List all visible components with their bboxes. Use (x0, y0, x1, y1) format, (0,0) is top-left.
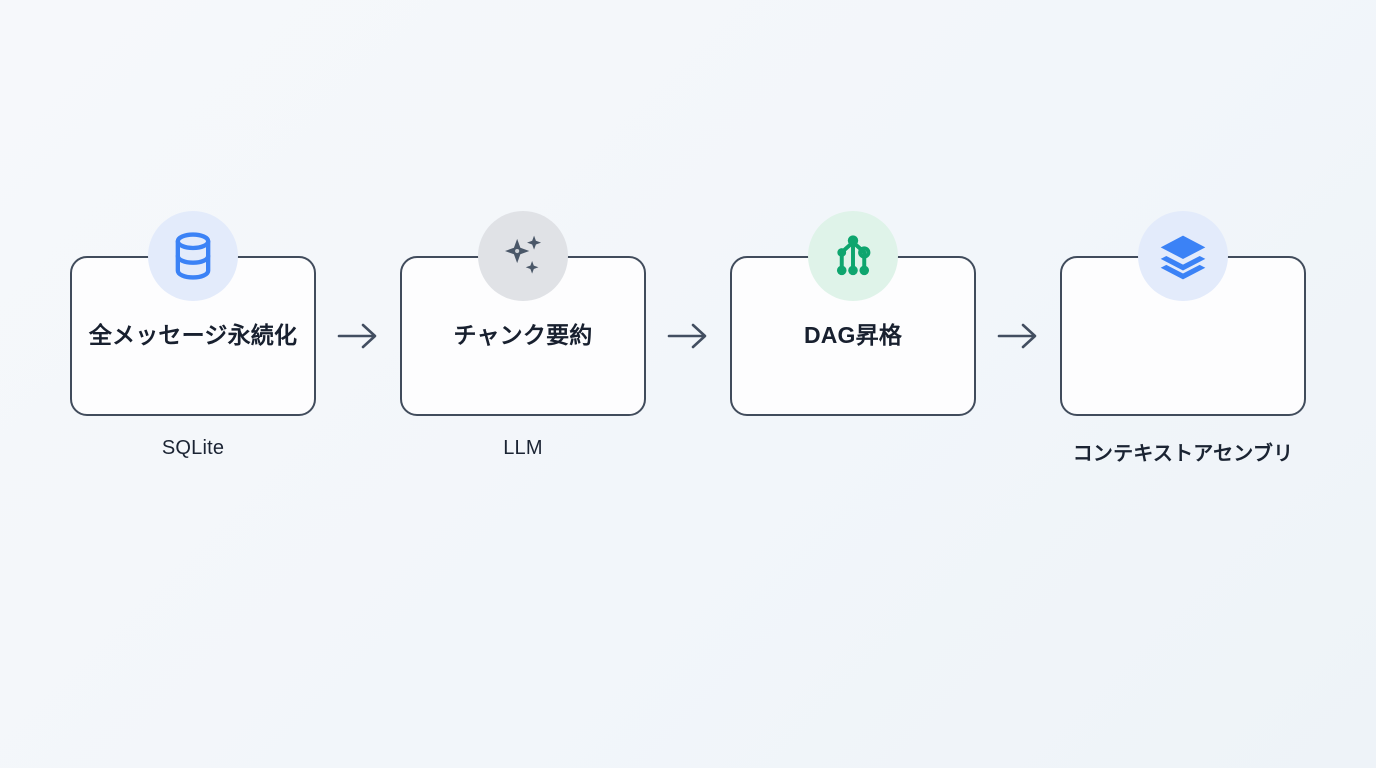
flow-step-2-card[interactable]: チャンク要約 (400, 256, 646, 416)
flow-step-2-card-wrap: チャンク要約 (400, 211, 646, 416)
flow-step-1[interactable]: 全メッセージ永続化 SQLite (70, 211, 316, 461)
flow-step-2-title: チャンク要約 (453, 322, 593, 349)
flow-step-4-card-wrap (1060, 211, 1306, 416)
arrow-right-icon-1 (316, 256, 400, 416)
flow-step-4[interactable]: コンテキストアセンブリ (1060, 211, 1306, 466)
flow-step-2[interactable]: チャンク要約 LLM (400, 211, 646, 461)
flow-step-3-card[interactable]: DAG昇格 (730, 256, 976, 416)
flow-step-1-card-wrap: 全メッセージ永続化 (70, 211, 316, 416)
flow-step-1-caption: SQLite (161, 437, 225, 459)
flow-step-3[interactable]: DAG昇格 (730, 211, 976, 461)
layers-icon (1138, 211, 1228, 301)
flow-step-3-title: DAG昇格 (803, 322, 903, 349)
arrow-right-icon-2 (646, 256, 730, 416)
graph-tree-icon (808, 211, 898, 301)
arrow-right-icon-3 (976, 256, 1060, 416)
flow-step-4-caption: コンテキストアセンブリ (1072, 443, 1294, 465)
database-icon (148, 211, 238, 301)
flow-pipeline: 全メッセージ永続化 SQLite (70, 211, 1306, 466)
flow-step-1-title: 全メッセージ永続化 (88, 322, 298, 349)
flow-step-3-card-wrap: DAG昇格 (730, 211, 976, 416)
flow-step-2-caption: LLM (503, 437, 543, 459)
sparkles-icon (478, 211, 568, 301)
